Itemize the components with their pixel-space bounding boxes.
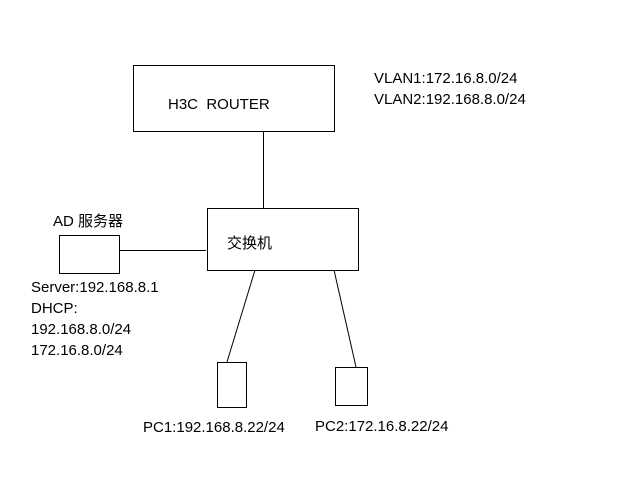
dhcp-label: DHCP: <box>31 300 78 317</box>
server-ip-label: Server:192.168.8.1 <box>31 279 159 296</box>
pc2-label: PC2:172.16.8.22/24 <box>315 418 448 435</box>
pc2-box <box>335 367 368 406</box>
router-label: H3C ROUTER <box>168 96 270 113</box>
pc1-box <box>217 362 247 408</box>
dhcp-range-2: 172.16.8.0/24 <box>31 342 123 359</box>
dhcp-range-1: 192.168.8.0/24 <box>31 321 131 338</box>
switch-box <box>207 208 359 271</box>
ad-server-title: AD 服务器 <box>53 213 123 230</box>
pc1-label: PC1:192.168.8.22/24 <box>143 419 285 436</box>
switch-pc1-link <box>226 269 256 363</box>
ad-server-box <box>59 235 120 274</box>
switch-pc2-link <box>333 269 357 368</box>
switch-label: 交换机 <box>227 234 272 252</box>
vlan1-label: VLAN1:172.16.8.0/24 <box>374 70 517 87</box>
router-box <box>133 65 335 132</box>
vlan2-label: VLAN2:192.168.8.0/24 <box>374 91 526 108</box>
